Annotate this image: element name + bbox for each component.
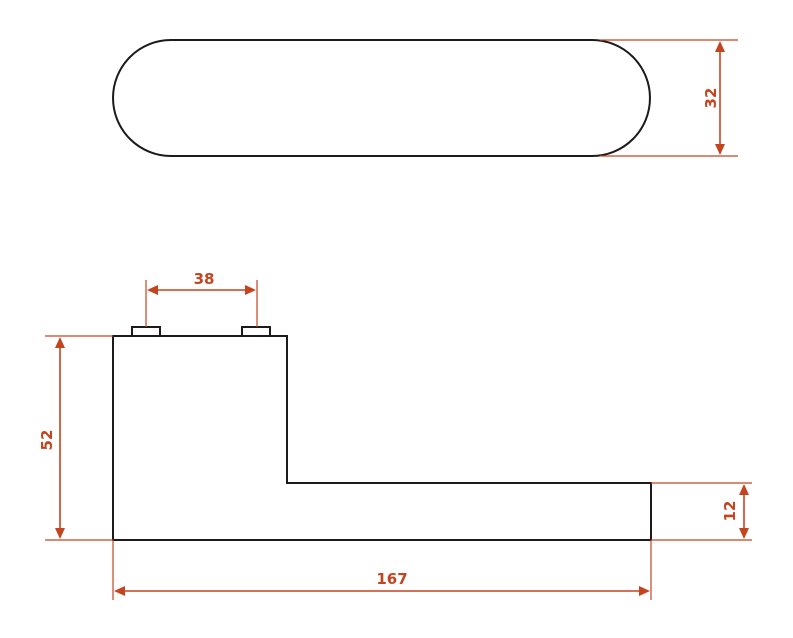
dimension-label-base-height: 52 <box>38 430 56 451</box>
arrow-up <box>715 41 725 52</box>
pin-right <box>241 326 271 337</box>
pin-left <box>131 326 161 337</box>
arrow-left <box>147 285 158 295</box>
arrow-up <box>739 484 749 495</box>
arrow-up <box>55 337 65 348</box>
arrow-left <box>114 586 125 596</box>
lever-top-outline <box>112 39 651 157</box>
dimension-label-height: 32 <box>702 88 720 109</box>
dimension-label-length: 167 <box>376 570 407 588</box>
arrow-down <box>715 144 725 155</box>
dimension-label-spacing: 38 <box>194 270 215 288</box>
arrow-down <box>55 528 65 539</box>
arrow-down <box>739 528 749 539</box>
top-view: 32 <box>112 39 738 157</box>
dimension-label-thickness: 12 <box>721 501 739 522</box>
lever-side-outline <box>112 335 652 541</box>
arrow-right <box>245 285 256 295</box>
arrow-right <box>639 586 650 596</box>
side-view: 38 52 12 167 <box>38 270 752 600</box>
